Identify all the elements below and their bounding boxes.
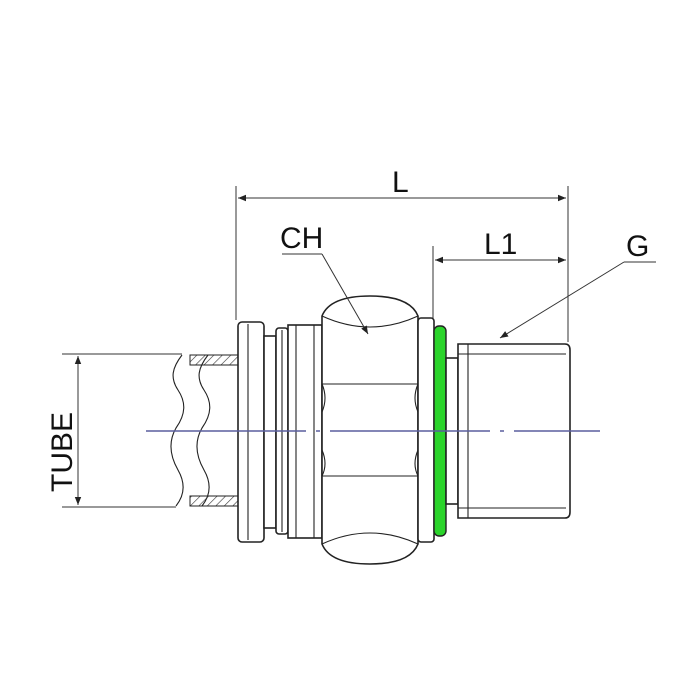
tube-collar	[237, 321, 323, 543]
dimension-L1: L1	[432, 228, 566, 318]
label-G: G	[626, 230, 649, 263]
tube-wall-top-hatch	[189, 354, 239, 366]
dimension-TUBE: TUBE	[46, 353, 182, 508]
label-CH: CH	[280, 222, 323, 255]
leader-CH: CH	[280, 222, 369, 335]
leader-G: G	[499, 230, 656, 339]
label-L: L	[392, 166, 409, 199]
label-L1: L1	[484, 228, 517, 261]
label-TUBE: TUBE	[46, 412, 79, 492]
hex-nut	[321, 295, 419, 565]
dimension-L: L	[235, 166, 569, 342]
seal-ring	[417, 317, 447, 543]
tube-wall-bottom-hatch	[189, 495, 239, 507]
